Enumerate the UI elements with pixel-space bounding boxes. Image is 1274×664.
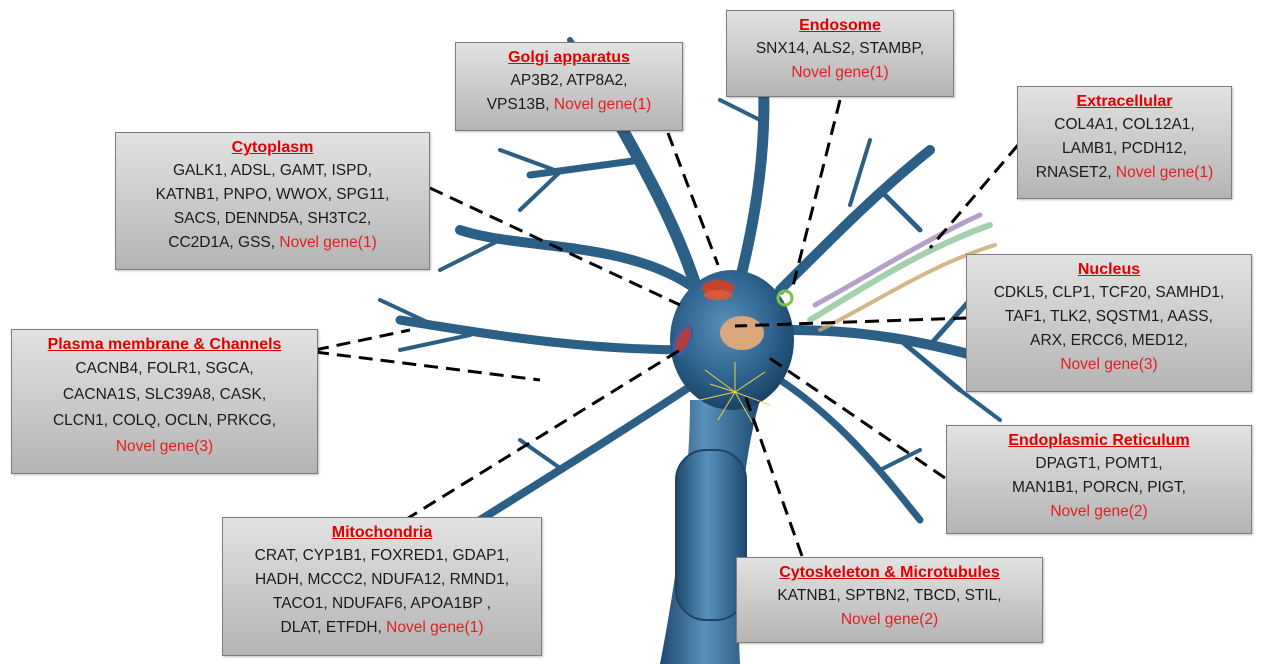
cytoskeleton-box: Cytoskeleton & Microtubules KATNB1, SPTB… xyxy=(736,557,1043,643)
er-line-1: DPAGT1, POMT1, xyxy=(947,452,1251,476)
endosome-line-2: Novel gene(1) xyxy=(727,61,953,85)
mito-line-1: CRAT, CYP1B1, FOXRED1, GDAP1, xyxy=(223,544,541,568)
nucleus-organelle xyxy=(720,316,764,350)
mito-line-2: HADH, MCCC2, NDUFA12, RMND1, xyxy=(223,568,541,592)
cytoplasm-line-4: CC2D1A, GSS, Novel gene(1) xyxy=(116,231,429,255)
leader-mito xyxy=(405,350,680,520)
endosome-title: Endosome xyxy=(727,15,953,37)
nucleus-line-1: CDKL5, CLP1, TCF20, SAMHD1, xyxy=(967,281,1251,305)
nucleus-line-4: Novel gene(3) xyxy=(967,353,1251,377)
cytoskeleton-title: Cytoskeleton & Microtubules xyxy=(737,562,1042,584)
nucleus-title: Nucleus xyxy=(967,259,1251,281)
plasma-line-3: CLCN1, COLQ, OCLN, PRKCG, xyxy=(12,408,317,434)
extracellular-line-2: LAMB1, PCDH12, xyxy=(1018,137,1231,161)
endosome-line-1: SNX14, ALS2, STAMBP, xyxy=(727,37,953,61)
er-line-2: MAN1B1, PORCN, PIGT, xyxy=(947,476,1251,500)
er-box: Endoplasmic Reticulum DPAGT1, POMT1, MAN… xyxy=(946,425,1252,534)
leader-endosome xyxy=(792,100,840,290)
leader-er xyxy=(765,355,945,478)
plasma-membrane-box: Plasma membrane & Channels CACNB4, FOLR1… xyxy=(11,329,318,474)
leader-plasma-1 xyxy=(315,330,410,350)
extracellular-title: Extracellular xyxy=(1018,91,1231,113)
golgi-line-1: AP3B2, ATP8A2, xyxy=(456,69,682,93)
er-title: Endoplasmic Reticulum xyxy=(947,430,1251,452)
golgi-box: Golgi apparatus AP3B2, ATP8A2, VPS13B, N… xyxy=(455,42,683,131)
golgi-line-2: VPS13B, Novel gene(1) xyxy=(456,93,682,117)
mitochondria-title: Mitochondria xyxy=(223,522,541,544)
extracellular-line-1: COL4A1, COL12A1, xyxy=(1018,113,1231,137)
cytoplasm-box: Cytoplasm GALK1, ADSL, GAMT, ISPD, KATNB… xyxy=(115,132,430,270)
cytoskeleton-line-1: KATNB1, SPTBN2, TBCD, STIL, xyxy=(737,584,1042,608)
cytoskeleton-line-2: Novel gene(2) xyxy=(737,608,1042,632)
extracellular-box: Extracellular COL4A1, COL12A1, LAMB1, PC… xyxy=(1017,86,1232,199)
mito-line-4: DLAT, ETFDH, Novel gene(1) xyxy=(223,616,541,640)
cytoplasm-line-1: GALK1, ADSL, GAMT, ISPD, xyxy=(116,159,429,183)
leader-plasma-2 xyxy=(315,352,540,380)
nucleus-box: Nucleus CDKL5, CLP1, TCF20, SAMHD1, TAF1… xyxy=(966,254,1252,392)
er-line-3: Novel gene(2) xyxy=(947,500,1251,524)
golgi-title: Golgi apparatus xyxy=(456,47,682,69)
plasma-line-4: Novel gene(3) xyxy=(12,434,317,460)
plasma-line-2: CACNA1S, SLC39A8, CASK, xyxy=(12,382,317,408)
mitochondria-box: Mitochondria CRAT, CYP1B1, FOXRED1, GDAP… xyxy=(222,517,542,656)
nucleus-line-2: TAF1, TLK2, SQSTM1, AASS, xyxy=(967,305,1251,329)
extracellular-line-3: RNASET2, Novel gene(1) xyxy=(1018,161,1231,185)
cytoplasm-line-3: SACS, DENND5A, SH3TC2, xyxy=(116,207,429,231)
plasma-line-1: CACNB4, FOLR1, SGCA, xyxy=(12,356,317,382)
cytoplasm-line-2: KATNB1, PNPO, WWOX, SPG11, xyxy=(116,183,429,207)
cytoplasm-title: Cytoplasm xyxy=(116,137,429,159)
endosome-box: Endosome SNX14, ALS2, STAMBP, Novel gene… xyxy=(726,10,954,97)
mito-line-3: TACO1, NDUFAF6, APOA1BP , xyxy=(223,592,541,616)
golgi-organelle xyxy=(702,280,734,300)
plasma-membrane-title: Plasma membrane & Channels xyxy=(12,334,317,356)
leader-cytoplasm xyxy=(430,188,680,305)
nucleus-line-3: ARX, ERCC6, MED12, xyxy=(967,329,1251,353)
leader-cytoskeleton xyxy=(745,395,802,556)
